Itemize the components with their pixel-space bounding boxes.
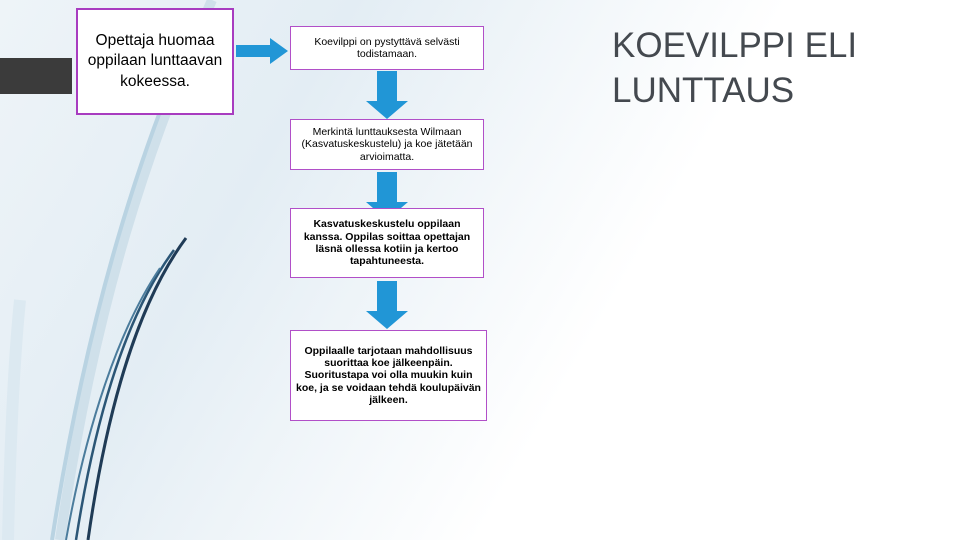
step-box-1-text: Koevilppi on pystyttävä selvästi todista… [314,35,460,60]
arrow-step-1-to-step-2 [366,71,408,119]
step-box-4-text: Oppilaalle tarjotaan mahdollisuus suorit… [296,344,481,407]
title-box-text: Opettaja huomaa oppilaan lunttaavan koke… [87,31,223,90]
step-box-3: Kasvatuskeskustelu oppilaan kanssa. Oppi… [290,208,484,278]
step-box-3-text: Kasvatuskeskustelu oppilaan kanssa. Oppi… [303,218,471,268]
title-box: Opettaja huomaa oppilaan lunttaavan koke… [76,8,234,115]
step-box-4: Oppilaalle tarjotaan mahdollisuus suorit… [290,330,487,421]
slide-heading: KOEVILPPI ELI LUNTTAUS [612,26,858,110]
dark-rectangle-decoration [0,58,72,94]
step-box-2: Merkintä lunttauksesta Wilmaan (Kasvatus… [290,119,484,170]
step-box-1: Koevilppi on pystyttävä selvästi todista… [290,26,484,70]
arrow-step-3-to-step-4 [366,281,408,329]
step-box-2-text: Merkintä lunttauksesta Wilmaan (Kasvatus… [301,125,473,163]
arrow-right-to-step-1 [236,38,288,64]
